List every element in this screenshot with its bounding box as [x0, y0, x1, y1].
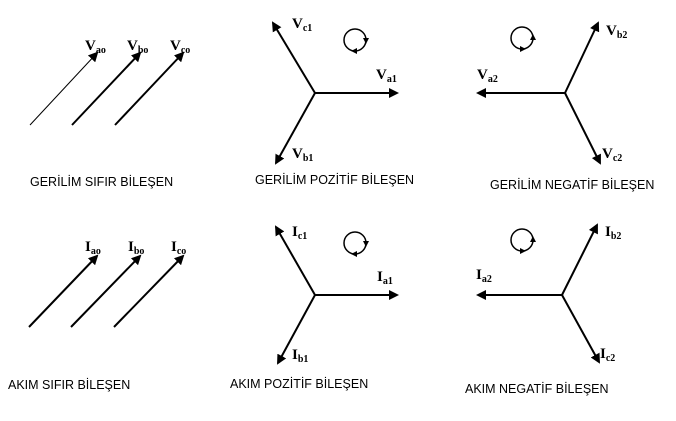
voltage-zero-sequence: Vao Vbo Vco GERİLİM SIFIR BİLEŞEN [29, 38, 190, 189]
label-va0: Vao [85, 38, 106, 56]
caption-current-zero: AKIM SIFIR BİLEŞEN [8, 378, 130, 392]
current-zero-sequence: Iao Ibo Ico AKIM SIFIR BİLEŞEN [8, 239, 186, 392]
phasor-ic2 [561, 294, 600, 364]
phasor-vb1 [275, 92, 316, 165]
phasor-ia0 [28, 254, 99, 328]
voltage-negative-sequence: Va2 Vb2 Vc2 GERİLİM NEGATİF BİLEŞEN [476, 21, 654, 192]
label-ib1: Ib1 [292, 347, 308, 365]
phasor-vc2 [564, 92, 601, 165]
voltage-positive-sequence: Va1 Vb1 Vc1 GERİLİM POZİTİF BİLEŞEN [255, 16, 414, 187]
caption-voltage-negative: GERİLİM NEGATİF BİLEŞEN [490, 178, 654, 192]
label-ia1: Ia1 [377, 269, 393, 287]
label-vb0: Vbo [127, 38, 148, 56]
rotation-icon [510, 26, 536, 52]
current-negative-sequence: Ia2 Ib2 Ic2 AKIM NEGATİF BİLEŞEN [465, 223, 621, 396]
phasor-ic0 [113, 254, 185, 328]
label-ia2: Ia2 [476, 267, 492, 285]
current-positive-sequence: Ia1 Ib1 Ic1 AKIM POZİTİF BİLEŞEN [230, 224, 399, 391]
label-vc1: Vc1 [292, 16, 312, 34]
rotation-icon [510, 228, 536, 254]
phasor-ib1 [277, 294, 316, 365]
caption-current-positive: AKIM POZİTİF BİLEŞEN [230, 377, 368, 391]
phasor-vb2 [564, 21, 600, 94]
caption-current-negative: AKIM NEGATİF BİLEŞEN [465, 382, 609, 396]
phasor-vc0 [114, 51, 185, 126]
label-ic1: Ic1 [292, 224, 307, 242]
label-vb2: Vb2 [606, 23, 627, 41]
phasor-vc1 [271, 21, 316, 94]
rotation-icon [343, 28, 369, 54]
label-vb1: Vb1 [292, 146, 313, 164]
phasor-ic1 [275, 225, 316, 296]
label-vc0: Vco [170, 38, 190, 56]
label-va2: Va2 [477, 67, 498, 85]
phasor-ib2 [561, 223, 598, 296]
label-vc2: Vc2 [602, 146, 622, 164]
label-ic0: Ico [171, 239, 186, 257]
phasor-va0 [29, 51, 99, 126]
phasor-vb0 [71, 51, 142, 126]
caption-voltage-zero: GERİLİM SIFIR BİLEŞEN [30, 175, 173, 189]
label-va1: Va1 [376, 67, 397, 85]
phasor-ib0 [70, 254, 142, 328]
caption-voltage-positive: GERİLİM POZİTİF BİLEŞEN [255, 173, 414, 187]
label-ib2: Ib2 [605, 224, 621, 242]
rotation-icon [343, 231, 369, 257]
label-ib0: Ibo [128, 239, 144, 257]
label-ia0: Iao [85, 239, 101, 257]
label-ic2: Ic2 [600, 346, 615, 364]
